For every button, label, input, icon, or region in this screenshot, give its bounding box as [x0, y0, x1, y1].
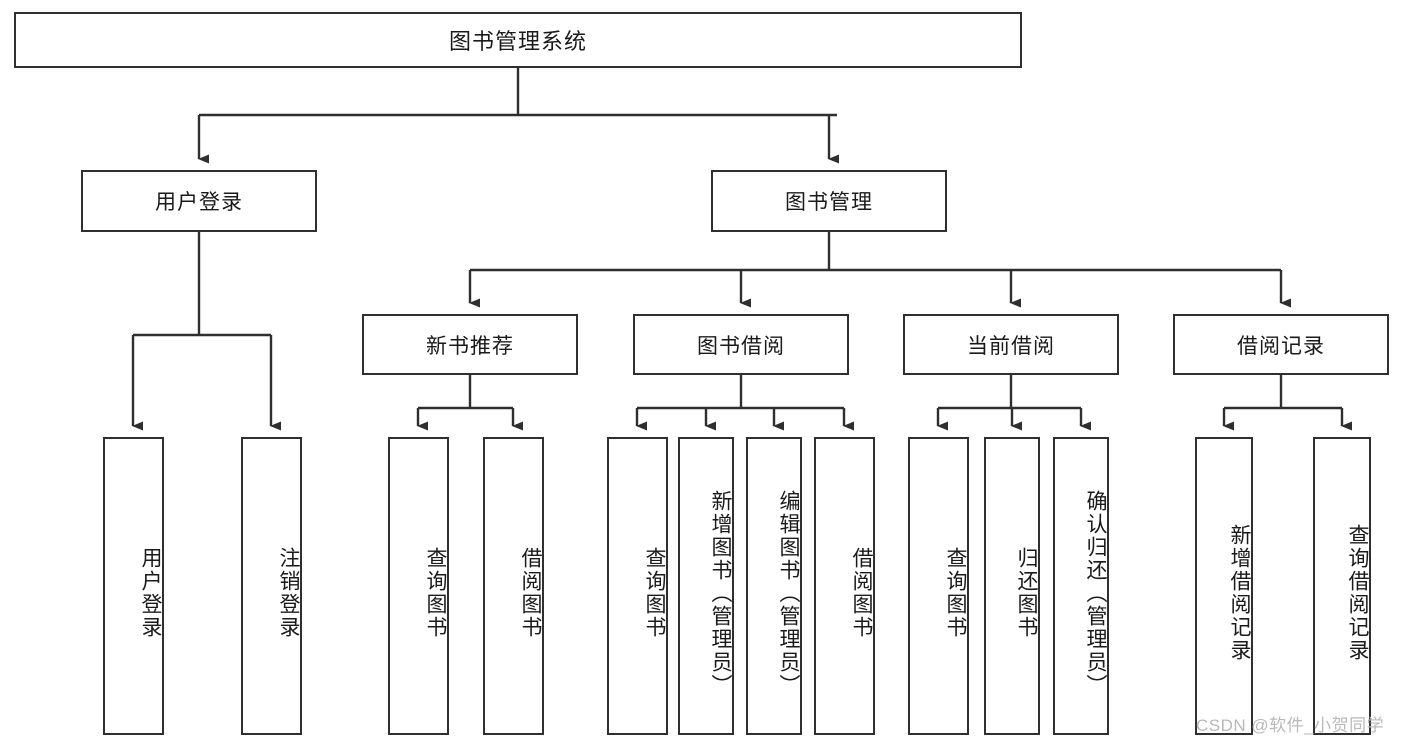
leaf-confirm-return[interactable]: 确认归还（管理员）	[1053, 437, 1109, 735]
node-label: 当前借阅	[967, 334, 1055, 358]
leaf-user-login[interactable]: 用户登录	[103, 437, 164, 735]
node-book-borrow[interactable]: 图书借阅	[633, 314, 849, 375]
leaf-query-book-1[interactable]: 查询图书	[388, 437, 449, 735]
node-label: 图书管理系统	[448, 29, 587, 54]
node-label: 查询图书	[643, 547, 666, 639]
node-label: 编辑图书（管理员）	[777, 489, 800, 697]
node-current-borrow[interactable]: 当前借阅	[903, 314, 1119, 375]
leaf-query-book-2[interactable]: 查询图书	[607, 437, 668, 735]
node-label: 归还图书	[1015, 547, 1038, 639]
node-root[interactable]: 图书管理系统	[14, 12, 1022, 68]
node-borrow-record[interactable]: 借阅记录	[1173, 314, 1389, 375]
node-label: 用户登录	[155, 191, 243, 214]
node-label: 借阅记录	[1237, 334, 1325, 358]
node-label: 借阅图书	[850, 547, 873, 639]
node-label: 用户登录	[139, 547, 162, 639]
leaf-borrow-book-2[interactable]: 借阅图书	[814, 437, 875, 735]
node-label: 图书管理	[785, 191, 873, 214]
node-book-manage[interactable]: 图书管理	[711, 170, 947, 232]
leaf-logout[interactable]: 注销登录	[241, 437, 302, 735]
node-label: 查询借阅记录	[1346, 524, 1369, 662]
leaf-borrow-book-1[interactable]: 借阅图书	[483, 437, 544, 735]
node-label: 查询图书	[944, 547, 967, 639]
node-user-login[interactable]: 用户登录	[81, 170, 317, 232]
node-label: 新增图书（管理员）	[709, 489, 732, 697]
node-label: 查询图书	[424, 547, 447, 639]
node-new-book-rec[interactable]: 新书推荐	[362, 314, 578, 375]
watermark: CSDN @软件_小贺同学	[1196, 716, 1385, 735]
leaf-edit-book[interactable]: 编辑图书（管理员）	[746, 437, 802, 735]
leaf-return-book[interactable]: 归还图书	[984, 437, 1040, 735]
node-label: 图书借阅	[697, 334, 785, 358]
node-label: 注销登录	[277, 547, 300, 639]
leaf-add-record[interactable]: 新增借阅记录	[1195, 437, 1253, 735]
node-label: 新书推荐	[426, 334, 514, 358]
leaf-query-book-3[interactable]: 查询图书	[908, 437, 969, 735]
node-label: 借阅图书	[519, 547, 542, 639]
node-label: 新增借阅记录	[1228, 524, 1251, 662]
leaf-query-record[interactable]: 查询借阅记录	[1313, 437, 1371, 735]
node-label: 确认归还（管理员）	[1084, 489, 1107, 697]
leaf-add-book[interactable]: 新增图书（管理员）	[678, 437, 734, 735]
